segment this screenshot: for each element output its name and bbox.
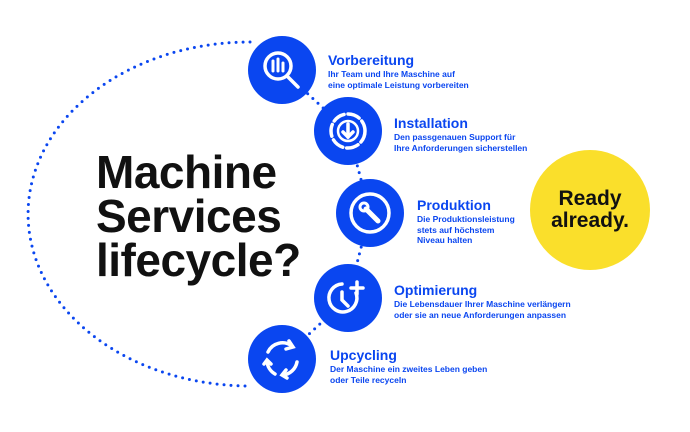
step-desc: oder sie an neue Anforderungen anpassen — [394, 309, 567, 320]
title-line: lifecycle? — [96, 234, 301, 286]
step-desc: Ihre Anforderungen sicherstellen — [394, 142, 528, 153]
step-title: Installation — [394, 115, 468, 131]
title-line: Machine — [96, 146, 277, 198]
step-title: Vorbereitung — [328, 52, 415, 68]
step-desc: stets auf höchstem — [417, 224, 495, 235]
search-chart-icon — [263, 51, 300, 89]
step-upcycling: Upcycling Der Maschine ein zweites Leben… — [330, 347, 487, 385]
download-circle-icon — [329, 112, 367, 150]
badge-line: Ready — [558, 187, 622, 210]
step-circle-optimierung — [314, 264, 382, 332]
step-desc: Der Maschine ein zweites Leben geben — [330, 364, 488, 374]
step-produktion: Produktion Die Produktionsleistung stets… — [417, 197, 515, 246]
ready-already-badge: Ready already. — [530, 150, 650, 270]
title-line: Services — [96, 190, 282, 242]
step-desc: eine optimale Leistung vorbereiten — [328, 79, 469, 90]
step-title: Optimierung — [394, 282, 478, 298]
dotted-arc — [26, 40, 252, 388]
recycle-icon — [262, 339, 299, 380]
step-optimierung: Optimierung Die Lebensdauer Ihrer Maschi… — [394, 282, 571, 320]
step-installation: Installation Den passgenauen Support für… — [394, 115, 527, 153]
badge-line: already. — [551, 209, 629, 232]
step-desc: Niveau halten — [417, 235, 473, 245]
step-vorbereitung: Vorbereitung Ihr Team und Ihre Maschine … — [328, 52, 469, 90]
wrench-icon — [349, 192, 391, 234]
step-desc: Die Lebensdauer Ihrer Maschine verlänger… — [394, 299, 571, 309]
step-title: Upcycling — [330, 347, 397, 363]
page-title: Machine Services lifecycle? — [96, 146, 301, 286]
step-desc: oder Teile recyceln — [330, 374, 407, 385]
step-desc: Den passgenauen Support für — [394, 132, 516, 142]
step-title: Produktion — [417, 197, 491, 213]
step-desc: Die Produktionsleistung — [417, 214, 515, 224]
step-circle-upcycling — [248, 325, 316, 393]
step-desc: Ihr Team und Ihre Maschine auf — [328, 69, 455, 79]
clock-plus-icon — [327, 280, 365, 314]
